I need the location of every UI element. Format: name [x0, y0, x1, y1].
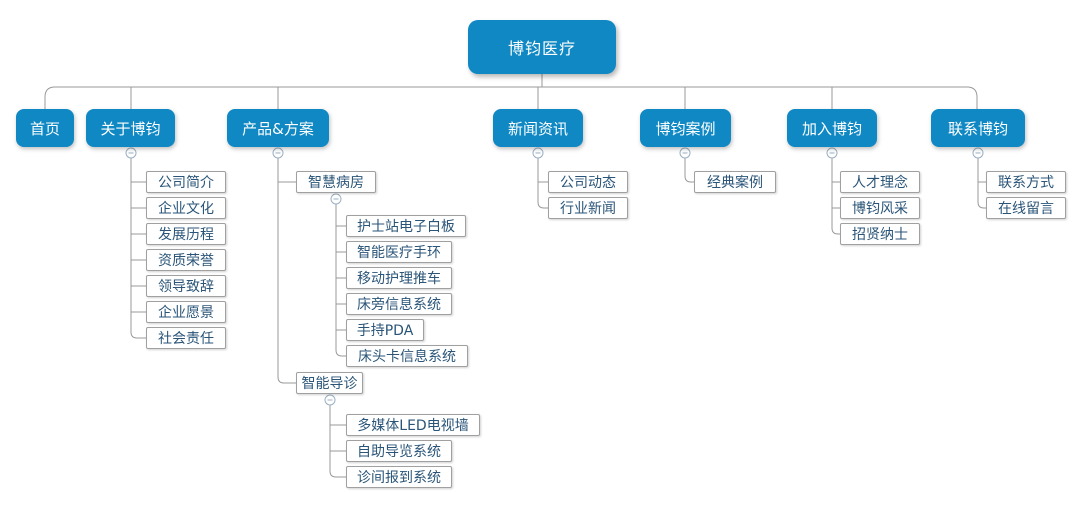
nav-node-products[interactable]: 产品&方案 [227, 109, 329, 147]
leaf-node[interactable]: 智能医疗手环 [346, 241, 452, 263]
leaf-node[interactable]: 企业文化 [146, 197, 226, 219]
leaf-node[interactable]: 手持PDA [346, 319, 424, 341]
leaf-node[interactable]: 社会责任 [146, 327, 226, 349]
nav-node-news[interactable]: 新闻资讯 [493, 109, 583, 147]
collapse-toggle-icon[interactable] [330, 193, 342, 205]
collapse-toggle-icon[interactable] [826, 147, 838, 159]
leaf-node[interactable]: 博钧风采 [840, 197, 920, 219]
nav-node-about[interactable]: 关于博钧 [86, 109, 175, 147]
nav-node-join[interactable]: 加入博钧 [787, 109, 877, 147]
nav-node-cases[interactable]: 博钧案例 [640, 109, 731, 147]
collapse-toggle-icon[interactable] [532, 147, 544, 159]
leaf-node[interactable]: 经典案例 [694, 171, 776, 193]
leaf-node[interactable]: 人才理念 [840, 171, 920, 193]
collapse-toggle-icon[interactable] [972, 147, 984, 159]
leaf-node[interactable]: 自助导览系统 [346, 440, 452, 462]
leaf-node[interactable]: 资质荣誉 [146, 249, 226, 271]
leaf-node[interactable]: 床头卡信息系统 [346, 345, 468, 367]
collapse-toggle-icon[interactable] [679, 147, 691, 159]
leaf-node[interactable]: 多媒体LED电视墙 [346, 414, 480, 436]
leaf-node[interactable]: 护士站电子白板 [346, 215, 466, 237]
leaf-node[interactable]: 发展历程 [146, 223, 226, 245]
nav-node-home[interactable]: 首页 [16, 109, 74, 147]
leaf-node[interactable]: 企业愿景 [146, 301, 226, 323]
leaf-node[interactable]: 联系方式 [986, 171, 1066, 193]
leaf-node[interactable]: 行业新闻 [548, 197, 628, 219]
collapse-toggle-icon[interactable] [324, 394, 336, 406]
leaf-node[interactable]: 公司简介 [146, 171, 226, 193]
connector-lines [44, 74, 986, 478]
collapse-toggle-icon[interactable] [125, 147, 137, 159]
collapse-toggle-icon[interactable] [272, 147, 284, 159]
leaf-node[interactable]: 在线留言 [986, 197, 1066, 219]
leaf-node[interactable]: 公司动态 [548, 171, 628, 193]
leaf-node[interactable]: 诊间报到系统 [346, 466, 452, 488]
root-node[interactable]: 博钧医疗 [468, 20, 616, 74]
leaf-node[interactable]: 领导致辞 [146, 275, 226, 297]
leaf-node[interactable]: 移动护理推车 [346, 267, 452, 289]
leaf-node[interactable]: 招贤纳士 [840, 223, 920, 245]
leaf-node-ward[interactable]: 智慧病房 [296, 171, 376, 193]
leaf-node[interactable]: 床旁信息系统 [346, 293, 452, 315]
leaf-node-guide[interactable]: 智能导诊 [296, 372, 363, 394]
nav-node-contact[interactable]: 联系博钧 [931, 109, 1025, 147]
